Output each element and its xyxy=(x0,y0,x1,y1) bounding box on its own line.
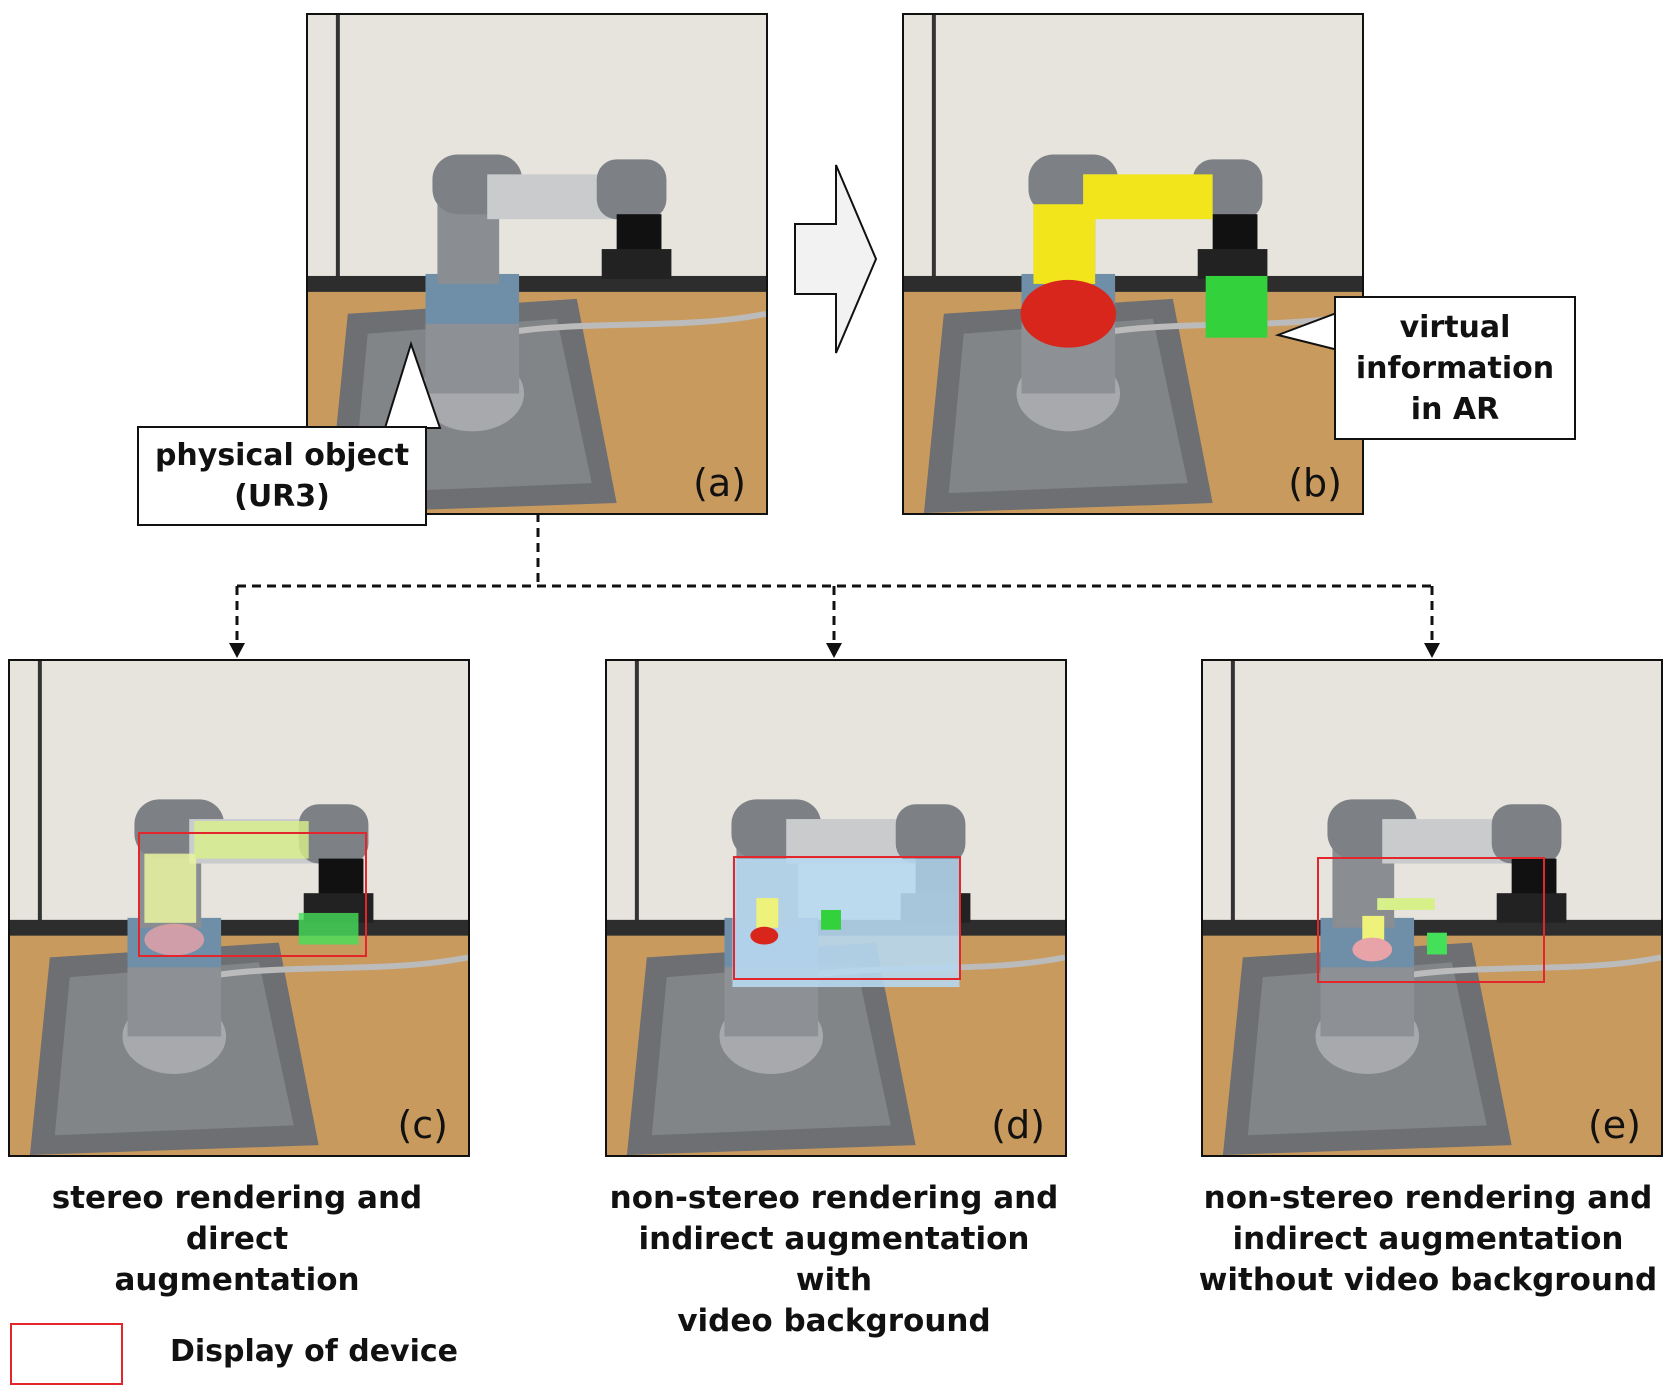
display-of-device-box-d xyxy=(733,856,961,980)
callout-virtual-line1: virtual xyxy=(1399,309,1511,345)
caption-e-line1: non-stereo rendering and xyxy=(1203,1180,1653,1216)
panel-letter-b: (b) xyxy=(1288,461,1342,505)
arrowhead-d xyxy=(826,643,842,658)
right-arrow xyxy=(794,164,878,354)
caption-d-line1: non-stereo rendering and xyxy=(609,1180,1059,1216)
caption-c: stereo rendering and direct augmentation xyxy=(0,1178,474,1301)
panel-letter-a: (a) xyxy=(693,461,746,505)
robot-photo-d xyxy=(607,661,1065,1155)
panel-letter-c: (c) xyxy=(397,1103,448,1147)
robot-photo-e xyxy=(1203,661,1661,1155)
dashed-tree xyxy=(235,513,1434,645)
panel-letter-d: (d) xyxy=(991,1103,1045,1147)
caption-d-line2: indirect augmentation with xyxy=(638,1221,1030,1298)
legend-label: Display of device xyxy=(170,1334,459,1369)
robot-photo-c xyxy=(10,661,468,1155)
caption-c-line1: stereo rendering and direct xyxy=(51,1180,423,1257)
panel-b-ar-robot: (b) xyxy=(902,13,1364,515)
callout-virtual-line3: in AR xyxy=(1410,391,1500,427)
caption-e-line2: indirect augmentation xyxy=(1232,1221,1624,1257)
robot-photo-b xyxy=(904,15,1362,513)
caption-d-line3: video background xyxy=(677,1303,991,1339)
display-of-device-box-c xyxy=(138,832,367,957)
caption-d: non-stereo rendering and indirect augmen… xyxy=(596,1178,1072,1342)
panel-d-non-stereo-video: (d) xyxy=(605,659,1067,1157)
panel-e-non-stereo-no-video: (e) xyxy=(1201,659,1663,1157)
caption-e-line3: without video background xyxy=(1198,1262,1658,1298)
panel-letter-e: (e) xyxy=(1587,1103,1641,1147)
legend-swatch xyxy=(10,1323,123,1385)
callout-virtual-information: virtual information in AR xyxy=(1334,296,1576,440)
callout-physical-line1: physical object xyxy=(154,438,410,473)
caption-c-line2: augmentation xyxy=(114,1262,360,1298)
callout-virtual-line2: information xyxy=(1355,350,1555,386)
display-of-device-box-e xyxy=(1317,857,1545,983)
arrowhead-e xyxy=(1424,643,1440,658)
callout-physical-line2: (UR3) xyxy=(234,479,330,514)
panel-c-stereo-direct: (c) xyxy=(8,659,470,1157)
callout-physical-object: physical object (UR3) xyxy=(137,426,427,526)
caption-e: non-stereo rendering and indirect augmen… xyxy=(1190,1178,1666,1301)
arrowhead-c xyxy=(229,643,245,658)
